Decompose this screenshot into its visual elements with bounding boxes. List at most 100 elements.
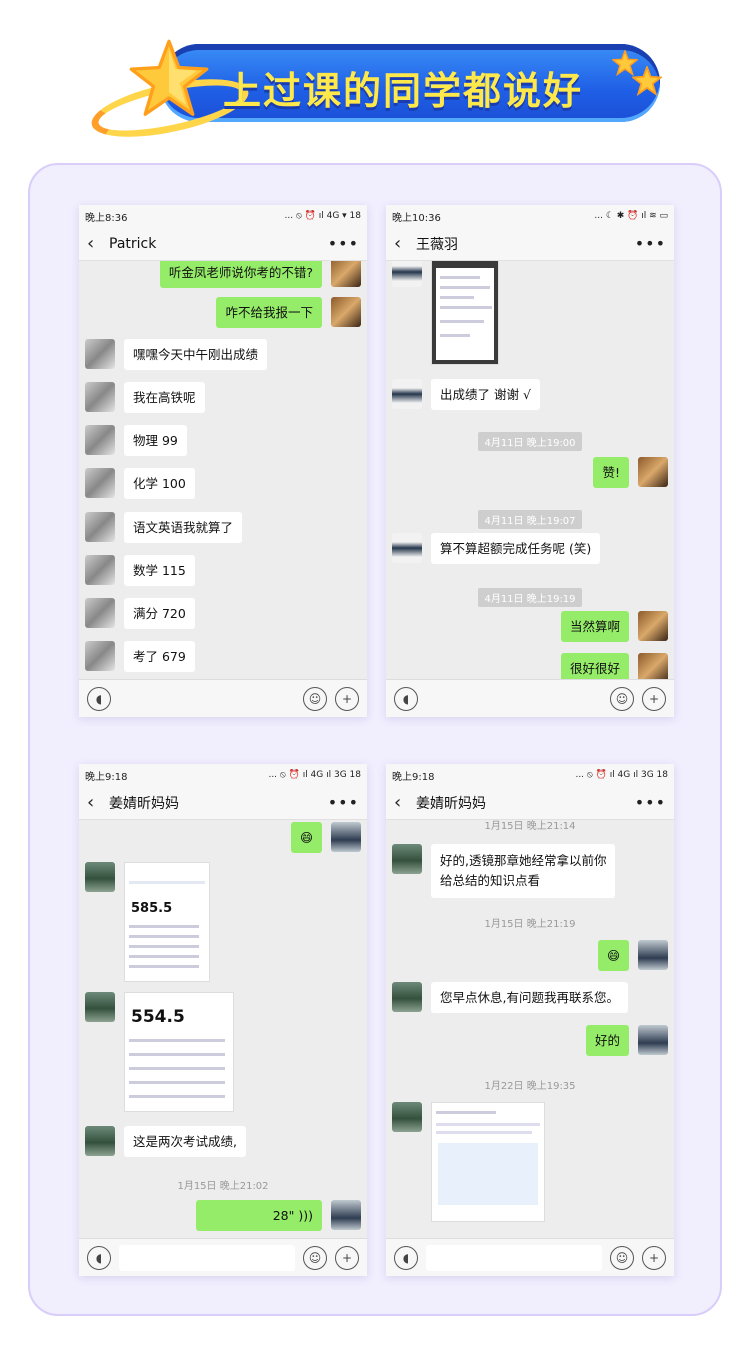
emoji-icon[interactable]: ☺: [303, 686, 327, 711]
voice-icon[interactable]: ◖: [394, 686, 418, 711]
avatar: [85, 1126, 115, 1156]
image-message-row: 585.5: [85, 862, 210, 982]
plus-icon[interactable]: +: [642, 686, 666, 711]
status-icons: ... ⦸ ⏰ ıl 4G ıl 3G 18: [575, 770, 668, 780]
message-bubble: 😄: [597, 940, 629, 971]
avatar: [638, 611, 668, 641]
status-bar: 晚上8:36 ... ⦸ ⏰ ıl 4G ▾ 18: [79, 205, 367, 227]
more-icon[interactable]: •••: [327, 234, 359, 253]
message-bubble: 好的: [585, 1025, 629, 1056]
voice-icon[interactable]: ◖: [87, 1245, 111, 1270]
back-arrow-icon[interactable]: ‹: [394, 792, 402, 813]
avatar: [392, 533, 422, 563]
avatar: [638, 653, 668, 679]
back-arrow-icon[interactable]: ‹: [394, 233, 402, 254]
timestamp: 4月11日 晚上19:07: [386, 509, 674, 529]
timestamp: 4月11日 晚上19:19: [386, 587, 674, 607]
small-star-icon-2: [632, 66, 662, 96]
image-message-row: [392, 1102, 545, 1222]
plus-icon[interactable]: +: [335, 1245, 359, 1270]
emoji-icon[interactable]: ☺: [610, 686, 634, 711]
status-time: 晚上9:18: [392, 771, 435, 783]
chat-navbar: ‹ 姜婧昕妈妈 •••: [79, 786, 367, 820]
back-arrow-icon[interactable]: ‹: [87, 233, 95, 254]
status-icons: ... ⦸ ⏰ ıl 4G ıl 3G 18: [268, 770, 361, 780]
voice-bubble[interactable]: 28" ))): [196, 1200, 322, 1231]
timestamp: 1月15日 晚上21:14: [484, 821, 576, 832]
small-star-icon: [612, 50, 638, 76]
more-icon[interactable]: •••: [634, 793, 666, 812]
message-row: 物理 99: [85, 425, 187, 456]
message-row: 这是两次考试成绩,: [85, 1126, 246, 1157]
message-input[interactable]: [426, 686, 602, 712]
score-image-2[interactable]: 554.5: [124, 992, 234, 1112]
message-bubble: 语文英语我就算了: [124, 512, 243, 543]
chat-area[interactable]: 听金凤老师说你考的不错? 咋不给我报一下 嘿嘿今天中午刚出成绩 我在高铁呢 物理…: [79, 261, 367, 679]
message-bubble: 这是两次考试成绩,: [124, 1126, 246, 1157]
chat-screenshot-4: 晚上9:18 ... ⦸ ⏰ ıl 4G ıl 3G 18 ‹ 姜婧昕妈妈 ••…: [386, 764, 674, 1276]
message-bubble: 很好很好: [560, 653, 629, 679]
avatar: [331, 261, 361, 287]
message-row: 咋不给我报一下: [216, 297, 361, 328]
chat-navbar: ‹ 姜婧昕妈妈 •••: [386, 786, 674, 820]
message-row: 好的,透镜那章她经常拿以前你 给总结的知识点看: [392, 844, 616, 898]
chat-navbar: ‹ Patrick •••: [79, 227, 367, 261]
score-image-1[interactable]: 585.5: [124, 862, 210, 982]
plus-icon[interactable]: +: [642, 1245, 666, 1270]
total-score: 585.5: [131, 901, 173, 916]
avatar: [638, 940, 668, 970]
message-row: 满分 720: [85, 598, 195, 629]
voice-icon[interactable]: ◖: [394, 1245, 418, 1270]
banner-pill: [146, 44, 666, 122]
chat-area[interactable]: 出成绩了 谢谢 √ 4月11日 晚上19:00 赞! 4月11日 晚上19:07…: [386, 261, 674, 679]
chat-area[interactable]: 1月15日 晚上21:14 好的,透镜那章她经常拿以前你 给总结的知识点看 1月…: [386, 820, 674, 1238]
avatar: [85, 992, 115, 1022]
chat-screenshot-3: 晚上9:18 ... ⦸ ⏰ ıl 4G ıl 3G 18 ‹ 姜婧昕妈妈 ••…: [79, 764, 367, 1276]
voice-icon[interactable]: ◖: [87, 686, 111, 711]
score-report-image[interactable]: [431, 261, 499, 365]
back-arrow-icon[interactable]: ‹: [87, 792, 95, 813]
emoji-icon[interactable]: ☺: [303, 1245, 327, 1270]
avatar: [85, 512, 115, 542]
avatar: [85, 862, 115, 892]
score-table-image[interactable]: [431, 1102, 545, 1222]
status-bar: 晚上9:18 ... ⦸ ⏰ ıl 4G ıl 3G 18: [386, 764, 674, 786]
message-input[interactable]: [119, 686, 295, 712]
message-row: 很好很好: [560, 653, 668, 679]
input-bar: ◖ ☺ +: [79, 679, 367, 717]
avatar: [85, 339, 115, 369]
status-bar: 晚上10:36 ... ☾ ✱ ⏰ ıl ≋ ▭: [386, 205, 674, 227]
score-table: [438, 1143, 538, 1205]
chat-navbar: ‹ 王薇羽 •••: [386, 227, 674, 261]
message-bubble: 我在高铁呢: [124, 382, 205, 413]
message-bubble: 数学 115: [124, 555, 195, 586]
banner-title: 上过课的同学都说好: [223, 69, 584, 113]
message-input[interactable]: [426, 1244, 602, 1271]
message-bubble: 咋不给我报一下: [216, 297, 322, 328]
input-bar: ◖ ☺ +: [386, 679, 674, 717]
message-row: 数学 115: [85, 555, 195, 586]
chat-area[interactable]: 😄 585.5 554.5: [79, 820, 367, 1238]
avatar: [85, 641, 115, 671]
emoji-icon[interactable]: ☺: [610, 1245, 634, 1270]
title-banner: 上过课的同学都说好: [86, 38, 666, 149]
contact-name: 王薇羽: [416, 236, 458, 253]
message-input[interactable]: [119, 1244, 295, 1271]
timestamp: 1月15日 晚上21:19: [484, 919, 576, 930]
avatar: [85, 425, 115, 455]
more-icon[interactable]: •••: [634, 234, 666, 253]
message-row: 好的: [585, 1025, 668, 1056]
message-bubble: 赞!: [593, 457, 629, 488]
more-icon[interactable]: •••: [327, 793, 359, 812]
message-bubble: 听金凤老师说你考的不错?: [159, 261, 322, 288]
message-line: 好的,透镜那章她经常拿以前你: [440, 853, 607, 868]
message-bubble: 当然算啊: [560, 611, 629, 642]
message-bubble: 满分 720: [124, 598, 195, 629]
plus-icon[interactable]: +: [335, 686, 359, 711]
message-row: 语文英语我就算了: [85, 512, 243, 543]
star-icon: [129, 39, 209, 116]
message-row: 嘿嘿今天中午刚出成绩: [85, 339, 268, 370]
contact-name: 姜婧昕妈妈: [109, 795, 179, 812]
avatar: [331, 297, 361, 327]
